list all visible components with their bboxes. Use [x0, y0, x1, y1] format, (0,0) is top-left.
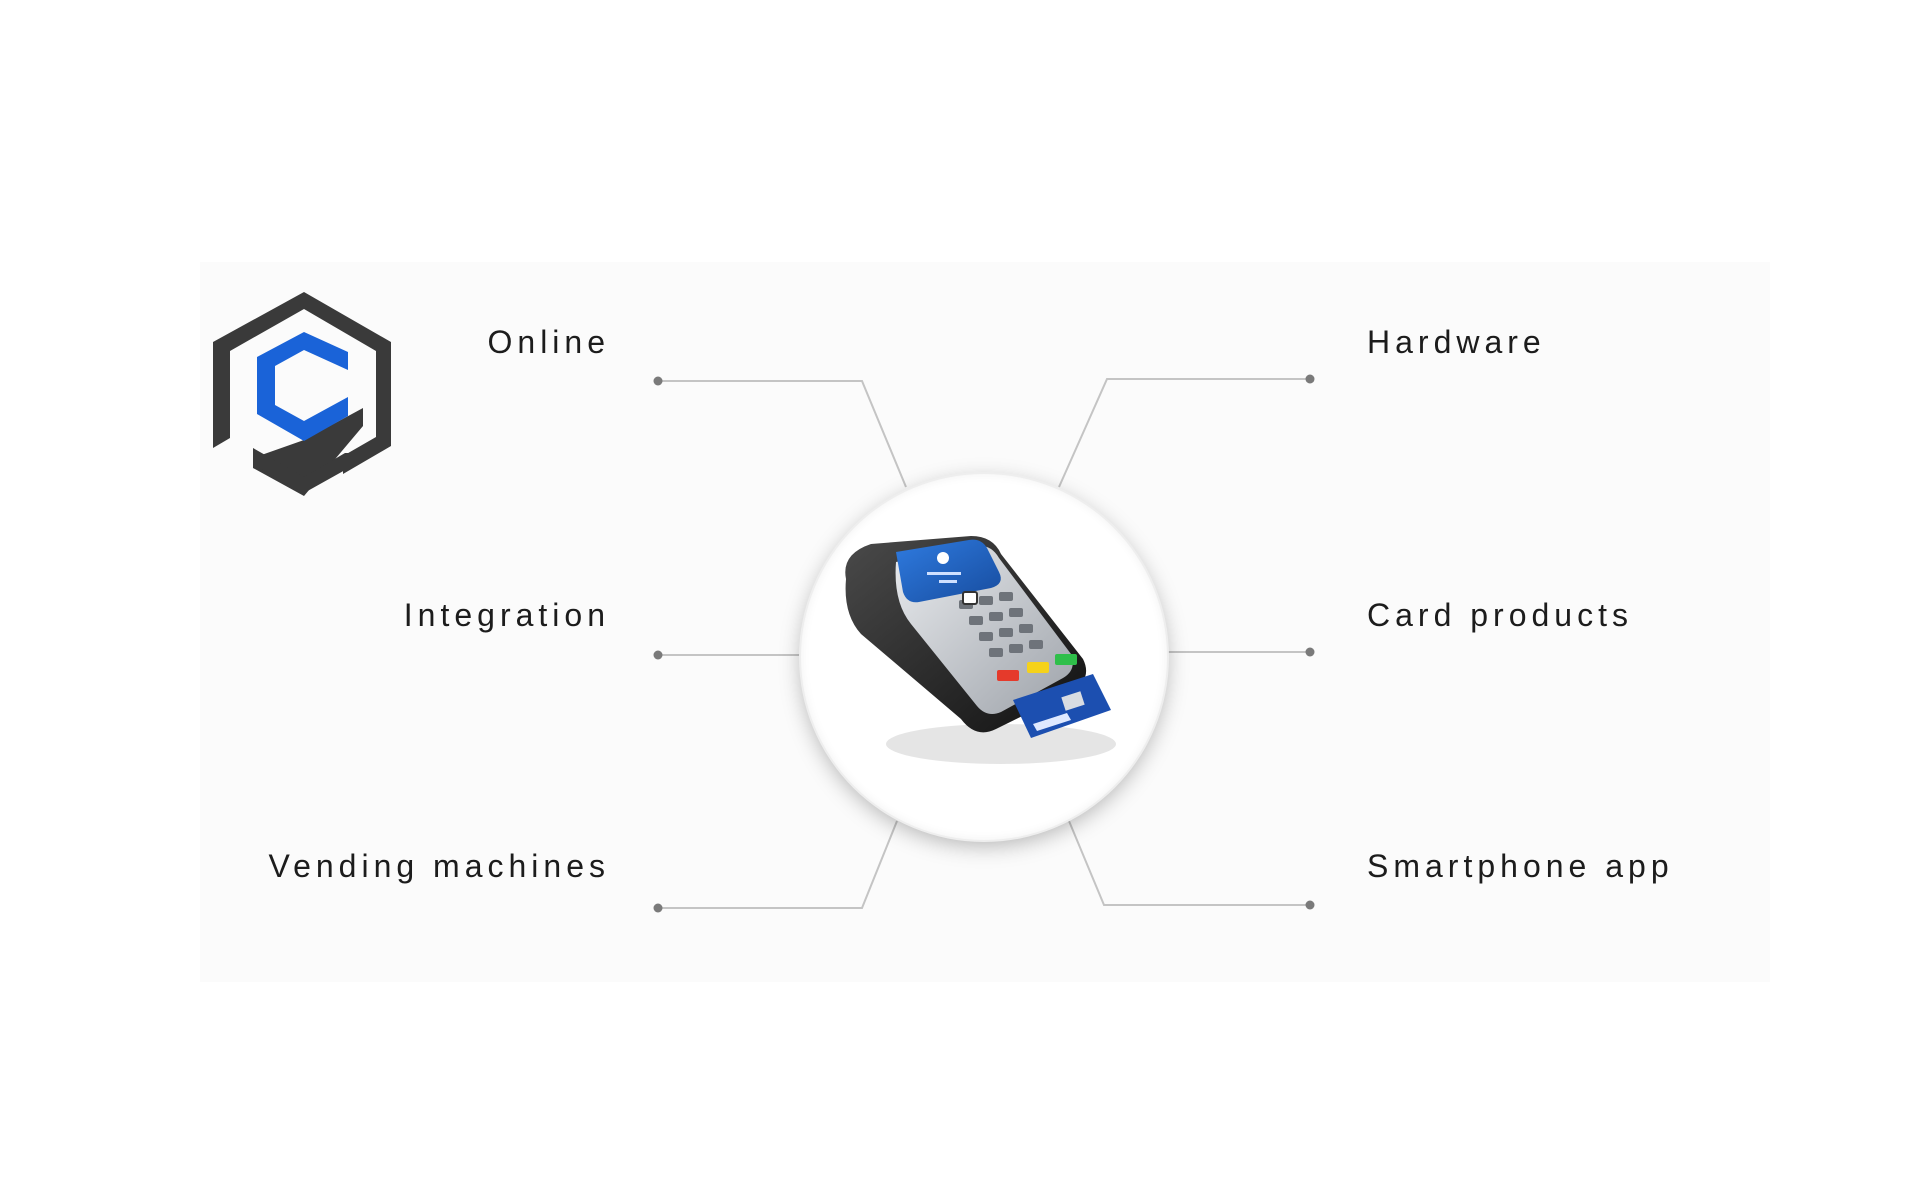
hexagon-c-logo-icon — [213, 292, 391, 496]
connector-online — [658, 380, 907, 488]
dot-card-products — [1305, 647, 1315, 657]
label-hardware: Hardware — [1367, 324, 1546, 360]
dot-smartphone — [1305, 900, 1315, 910]
connector-vending — [658, 820, 898, 909]
dot-online — [653, 376, 663, 386]
label-vending-machines: Vending machines — [268, 848, 610, 884]
label-integration: Integration — [403, 597, 610, 633]
terminal-hub — [801, 474, 1167, 840]
connector-hardware — [1058, 378, 1310, 488]
dot-hardware — [1305, 374, 1315, 384]
payment-terminal-icon — [845, 536, 1116, 764]
dot-integration — [653, 650, 663, 660]
label-online: Online — [487, 324, 610, 360]
connector-smartphone — [1068, 820, 1310, 906]
label-smartphone-app: Smartphone app — [1367, 848, 1674, 884]
label-card-products: Card products — [1367, 597, 1633, 633]
dot-vending — [653, 903, 663, 913]
